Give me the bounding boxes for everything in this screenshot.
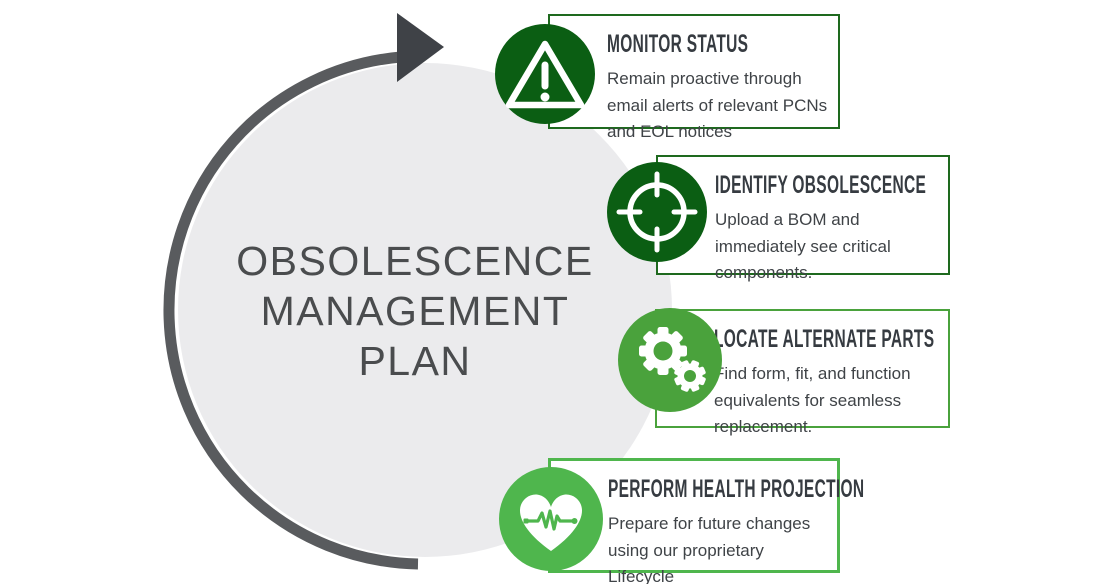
title-line: MANAGEMENT bbox=[260, 288, 570, 334]
monitor-status-badge bbox=[495, 24, 595, 124]
step-heading: LOCATE ALTERNATE PARTS bbox=[714, 325, 935, 353]
gears-icon bbox=[639, 327, 706, 392]
locate-alternate-parts-badge bbox=[618, 308, 722, 412]
heart-pulse-icon bbox=[519, 494, 583, 551]
target-crosshair-icon bbox=[616, 171, 698, 253]
step-heading: MONITOR STATUS bbox=[607, 30, 749, 58]
cycle-arc bbox=[163, 51, 419, 570]
step-body: Remain proactive through email alerts of… bbox=[607, 69, 828, 141]
arrowhead-icon bbox=[397, 13, 444, 82]
step-body: Prepare for future changes using our pro… bbox=[608, 514, 811, 584]
step-heading: IDENTIFY OBSOLESCENCE bbox=[715, 171, 927, 199]
step-body: Find form, fit, and function equivalents… bbox=[714, 364, 911, 436]
center-circle bbox=[178, 63, 672, 557]
warning-triangle-icon bbox=[505, 40, 585, 109]
title-line: PLAN bbox=[358, 338, 472, 384]
step-body: Upload a BOM and immediately see critica… bbox=[715, 210, 891, 282]
step-heading: PERFORM HEALTH PROJECTION bbox=[608, 475, 865, 503]
identify-obsolescence-badge bbox=[607, 162, 707, 262]
page-title: OBSOLESCENCE MANAGEMENT PLAN bbox=[225, 236, 605, 386]
title-line: OBSOLESCENCE bbox=[236, 238, 594, 284]
step-card-monitor-status: MONITOR STATUS Remain proactive through … bbox=[548, 14, 840, 141]
perform-health-projection-badge bbox=[499, 467, 603, 571]
